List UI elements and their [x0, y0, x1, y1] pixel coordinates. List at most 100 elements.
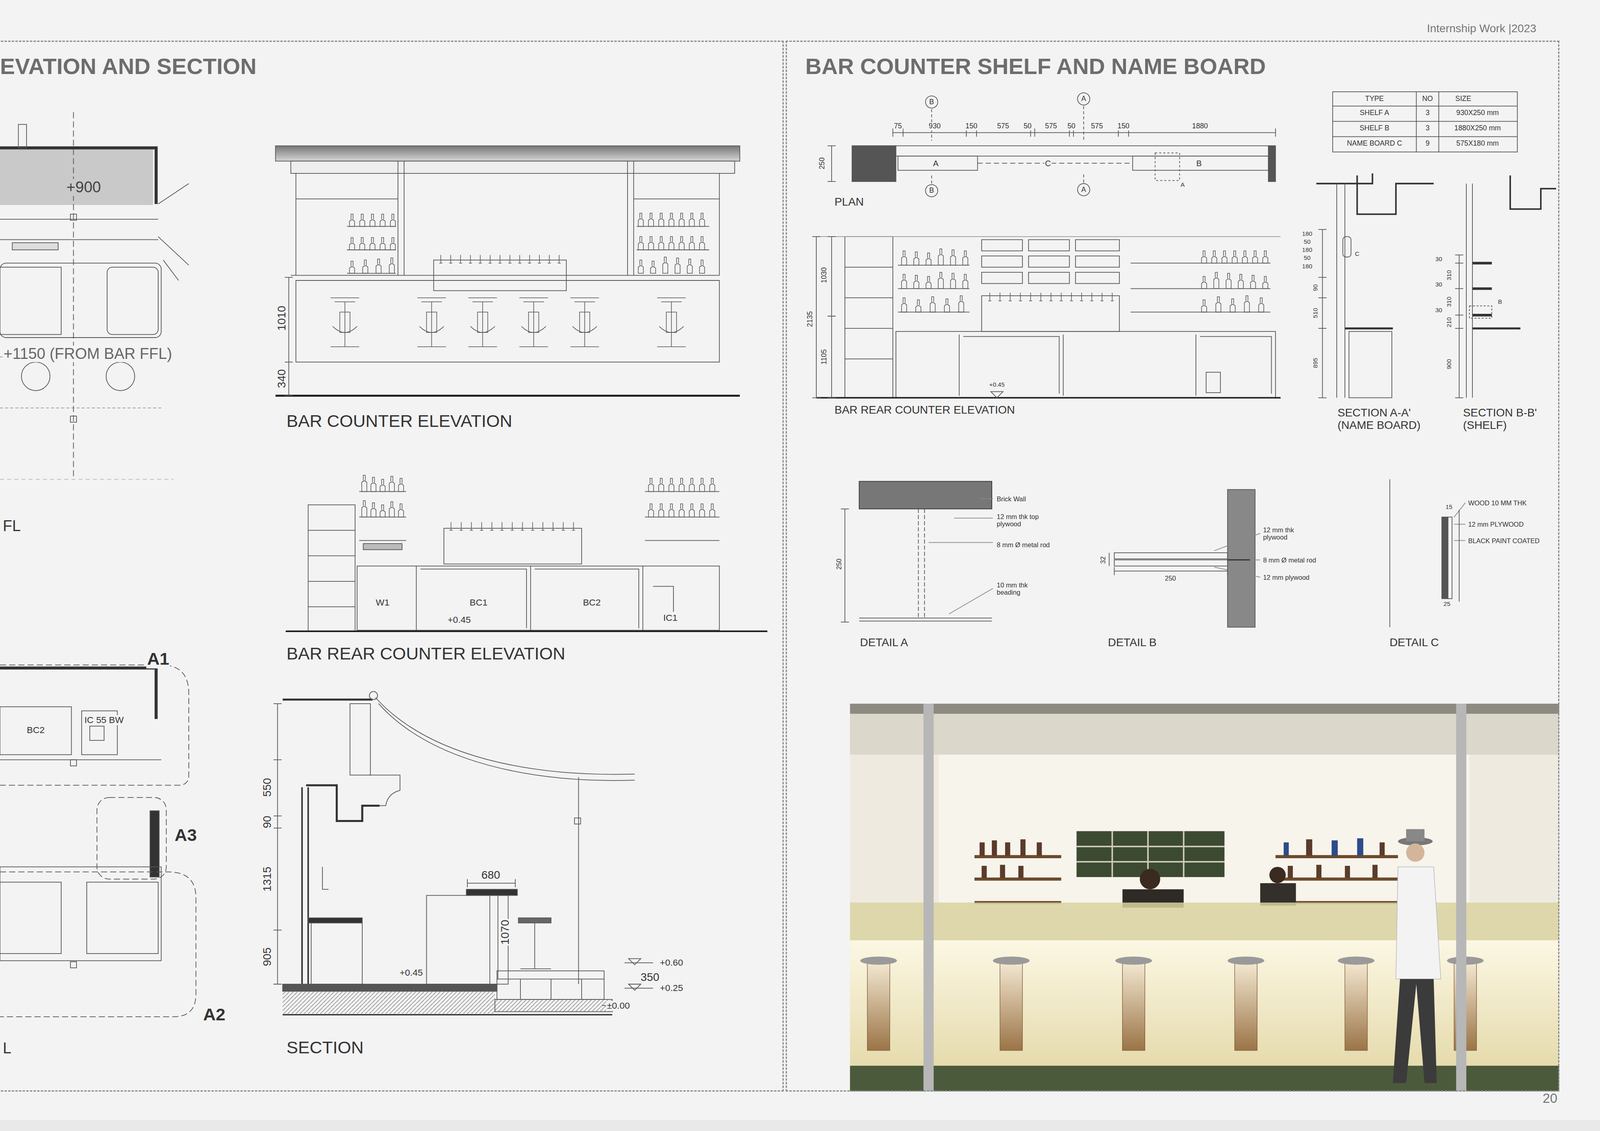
beer-tap	[449, 255, 453, 264]
bottle	[679, 213, 685, 227]
bottle	[668, 478, 675, 492]
bottle	[668, 213, 675, 227]
drawing-label: 20	[1541, 1091, 1559, 1107]
bottle	[658, 236, 664, 250]
drawing-label: 180	[1301, 262, 1314, 270]
bottle	[699, 260, 705, 274]
panel-heading: EVATION AND SECTION	[0, 54, 257, 79]
bottle	[944, 299, 950, 313]
beer-tap	[520, 522, 525, 531]
bottle	[930, 297, 936, 313]
bottle	[668, 503, 675, 518]
beer-tap	[1110, 292, 1114, 301]
bottle	[379, 505, 386, 518]
beer-tap	[998, 292, 1002, 301]
bottle	[1232, 251, 1238, 264]
dimension-text: 1315	[261, 866, 274, 893]
bar-stool	[570, 297, 599, 347]
drawing-label: 9	[1424, 140, 1431, 149]
bottle	[901, 274, 907, 289]
bottle	[648, 213, 654, 227]
drawing-label: PLAN	[833, 196, 865, 209]
bottle	[369, 237, 376, 250]
beer-tap	[1079, 292, 1084, 301]
dimension-text: 900	[1445, 358, 1453, 370]
drawing-label: DETAIL C	[1388, 636, 1440, 650]
bottle	[950, 273, 956, 289]
bottle	[1258, 297, 1264, 312]
drawing-panel: BAR COUNTER SHELF AND NAME BOARD	[785, 40, 1560, 1092]
drawing-label: 1880X250 mm	[1453, 124, 1502, 133]
drawing-label: DETAIL B	[1107, 636, 1158, 650]
bottle	[371, 503, 377, 518]
dimension-text: 510	[1311, 307, 1319, 320]
dimension-text: 250	[835, 557, 843, 571]
beer-tap	[988, 292, 992, 301]
bottle	[1213, 272, 1219, 290]
drawing-label: BC2	[26, 725, 46, 736]
bottle	[938, 248, 944, 266]
dimension-text: 90	[261, 815, 274, 830]
drawing-label: 250	[1164, 574, 1177, 583]
dimension-text: 1070	[499, 919, 512, 946]
bottle	[359, 214, 366, 227]
drawing-label: DETAIL A	[859, 636, 909, 650]
beer-tap	[449, 522, 453, 531]
bottle	[962, 274, 969, 289]
bottle	[679, 478, 685, 492]
beer-tap	[459, 522, 463, 531]
bottle	[675, 258, 681, 274]
drawing-label: B	[928, 186, 936, 195]
drawing-label: 575X180 mm	[1455, 140, 1500, 149]
drawing-label: 575	[1044, 122, 1058, 131]
bottle	[398, 478, 404, 492]
bottle	[369, 214, 376, 227]
bottle	[361, 501, 368, 518]
beer-tap	[1029, 292, 1033, 301]
drawing-label: A	[932, 158, 940, 168]
bottle	[1201, 276, 1207, 289]
bottle	[1250, 275, 1256, 289]
bottle	[650, 261, 656, 274]
bottle	[689, 213, 695, 227]
drawing-label: 150	[964, 122, 979, 131]
bottle	[709, 503, 715, 518]
drawing-label: 12 mm PLYWOOD	[1467, 520, 1525, 529]
drawing-label: NO	[1421, 94, 1434, 104]
drawing-label: 25	[1442, 600, 1452, 608]
bottle	[1244, 295, 1250, 313]
drawing-label: 12 mm plywood	[1262, 573, 1311, 582]
bottle	[359, 237, 366, 250]
drawing-label: +0.45	[988, 381, 1006, 389]
bottle	[371, 477, 377, 492]
drawing-label: ±0.00	[606, 1001, 631, 1012]
bar-stool	[519, 297, 548, 347]
beer-tap	[480, 522, 484, 531]
beer-tap	[557, 255, 561, 264]
dimension-text: 310	[1445, 269, 1453, 282]
drawing-label: B	[1195, 158, 1203, 168]
beer-tap	[1100, 292, 1104, 301]
bottle	[926, 276, 932, 289]
bottle	[699, 503, 705, 518]
dimension-text: 905	[261, 947, 274, 968]
drawing-label: 150	[1116, 122, 1131, 131]
bottle	[1230, 299, 1236, 313]
bar-stool	[468, 297, 498, 347]
dimension-text: 340	[275, 368, 288, 389]
drawing-label: 930X250 mm	[1455, 109, 1500, 118]
bottle	[1238, 274, 1244, 289]
drawing-label: A	[1179, 181, 1186, 188]
bottle	[679, 503, 685, 518]
drawing-label: BC1	[468, 598, 489, 609]
dimension-text: 550	[261, 777, 274, 799]
beer-tap	[571, 522, 576, 531]
bottle	[362, 260, 368, 274]
drawing-label: IC 55 BW	[83, 715, 125, 726]
dimension-text: 210	[1445, 316, 1453, 329]
drawing-label: BAR REAR COUNTER ELEVATION	[833, 404, 1016, 417]
drawing-label: 930	[927, 122, 942, 131]
bottle	[668, 236, 675, 250]
drawing-label: 50	[1066, 122, 1077, 131]
